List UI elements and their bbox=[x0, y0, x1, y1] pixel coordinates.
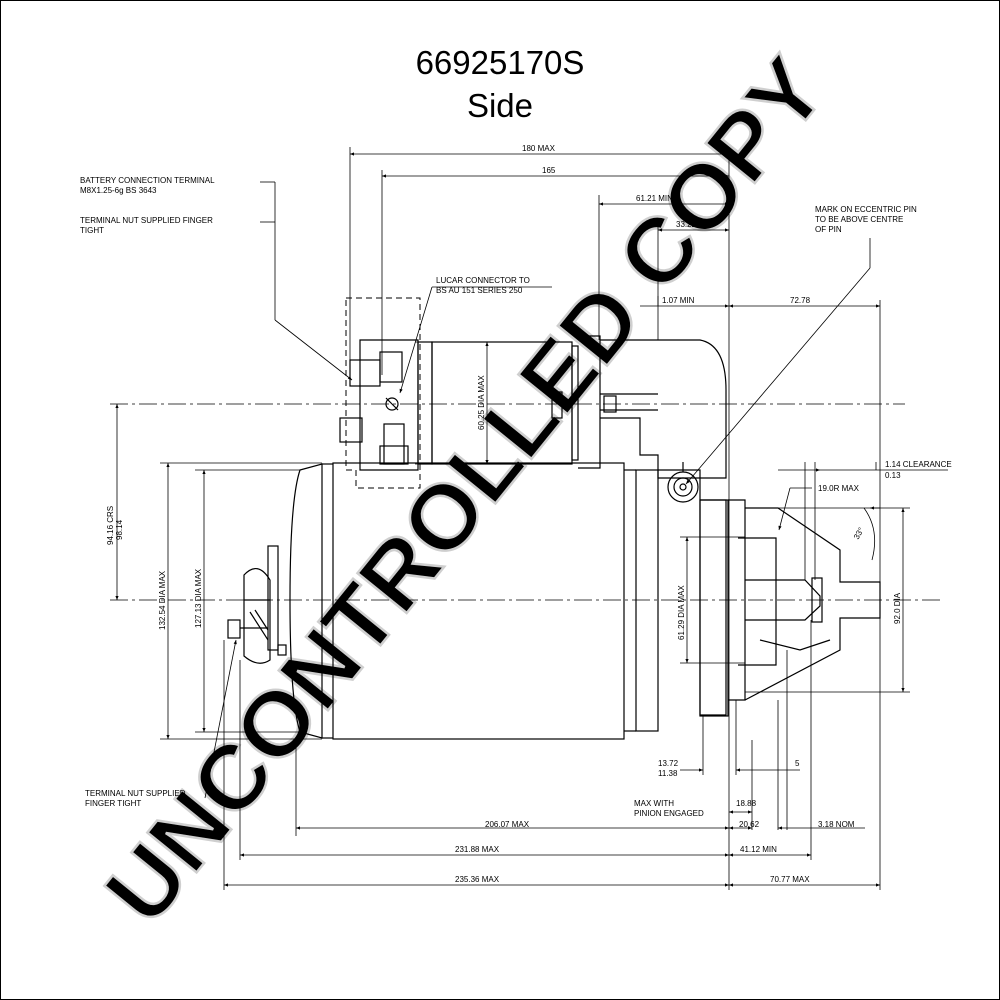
dim-3-18-nom: 3.18 NOM bbox=[818, 820, 855, 829]
dim-20-62: 20.62 bbox=[739, 820, 760, 829]
view-subtitle: Side bbox=[466, 87, 534, 124]
dim-127-13-dia-max: 127.13 DIA MAX bbox=[194, 568, 203, 628]
part-number-title: 66925170S bbox=[415, 44, 585, 81]
dim-235-36-max: 235.36 MAX bbox=[455, 875, 500, 884]
dim-11-38: 11.38 bbox=[658, 769, 678, 778]
dim-70-77-max: 70.77 MAX bbox=[770, 875, 810, 884]
dimension-lines bbox=[115, 152, 948, 887]
note-mark-pin-2: TO BE ABOVE CENTRE bbox=[815, 215, 903, 224]
note-pinion-2: PINION ENGAGED bbox=[634, 809, 704, 818]
dim-92-dia: 92.0 DIA bbox=[893, 592, 902, 624]
dim-19-0r-max: 19.0R MAX bbox=[818, 484, 860, 493]
motor-body bbox=[227, 462, 746, 740]
leader-lines bbox=[204, 181, 871, 799]
dim-13-72: 13.72 bbox=[658, 759, 679, 768]
dim-132-54-dia-max: 132.54 DIA MAX bbox=[158, 570, 167, 630]
note-mark-pin-3: OF PIN bbox=[815, 225, 842, 234]
lucar-connector-outline bbox=[345, 297, 421, 489]
dim-72-78: 72.78 bbox=[790, 296, 811, 305]
dim-18-88: 18.88 bbox=[736, 799, 757, 808]
dim-61-21-min: 61.21 MIN bbox=[636, 194, 673, 203]
dim-231-88-max: 231.88 MAX bbox=[455, 845, 500, 854]
dim-94-16-crs: 94.16 CRS bbox=[106, 506, 115, 545]
dim-206-07-max: 206.07 MAX bbox=[485, 820, 530, 829]
dim-180-max: 180 MAX bbox=[522, 144, 556, 153]
dim-165: 165 bbox=[542, 166, 556, 175]
dim-98-14: 98.14 bbox=[115, 519, 124, 540]
note-terminal-nut-lower-2: FINGER TIGHT bbox=[85, 799, 141, 808]
note-terminal-nut-2: TIGHT bbox=[80, 226, 104, 235]
notes: BATTERY CONNECTION TERMINAL M8X1.25-6g B… bbox=[80, 176, 952, 818]
dim-33-deg: 33° bbox=[852, 526, 866, 541]
dim-41-12-min: 41.12 MIN bbox=[740, 845, 777, 854]
note-lucar-1: LUCAR CONNECTOR TO bbox=[436, 276, 530, 285]
extension-lines bbox=[160, 147, 910, 890]
note-battery-terminal-1: BATTERY CONNECTION TERMINAL bbox=[80, 176, 215, 185]
note-terminal-nut-1: TERMINAL NUT SUPPLIED FINGER bbox=[80, 216, 213, 225]
note-pinion-1: MAX WITH bbox=[634, 799, 674, 808]
dim-60-25-dia-max: 60.25 DIA MAX bbox=[477, 375, 486, 430]
dim-61-29-dia-max: 61.29 DIA MAX bbox=[677, 585, 686, 640]
note-mark-pin-1: MARK ON ECCENTRIC PIN bbox=[815, 205, 917, 214]
note-battery-terminal-2: M8X1.25-6g BS 3643 bbox=[80, 186, 157, 195]
note-clearance-2: 0.13 bbox=[885, 471, 901, 480]
note-terminal-nut-lower-1: TERMINAL NUT SUPPLIED bbox=[85, 789, 186, 798]
note-lucar-2: BS AU 151 SERIES 250 bbox=[436, 286, 523, 295]
note-clearance-1: 1.14 CLEARANCE bbox=[885, 460, 952, 469]
dim-1-07-min: 1.07 MIN bbox=[662, 296, 695, 305]
dim-33-22-min: 33.22 MIN bbox=[676, 220, 713, 229]
watermark-text: UNCONTROLLED COPY bbox=[86, 39, 845, 943]
dim-5: 5 bbox=[795, 759, 800, 768]
